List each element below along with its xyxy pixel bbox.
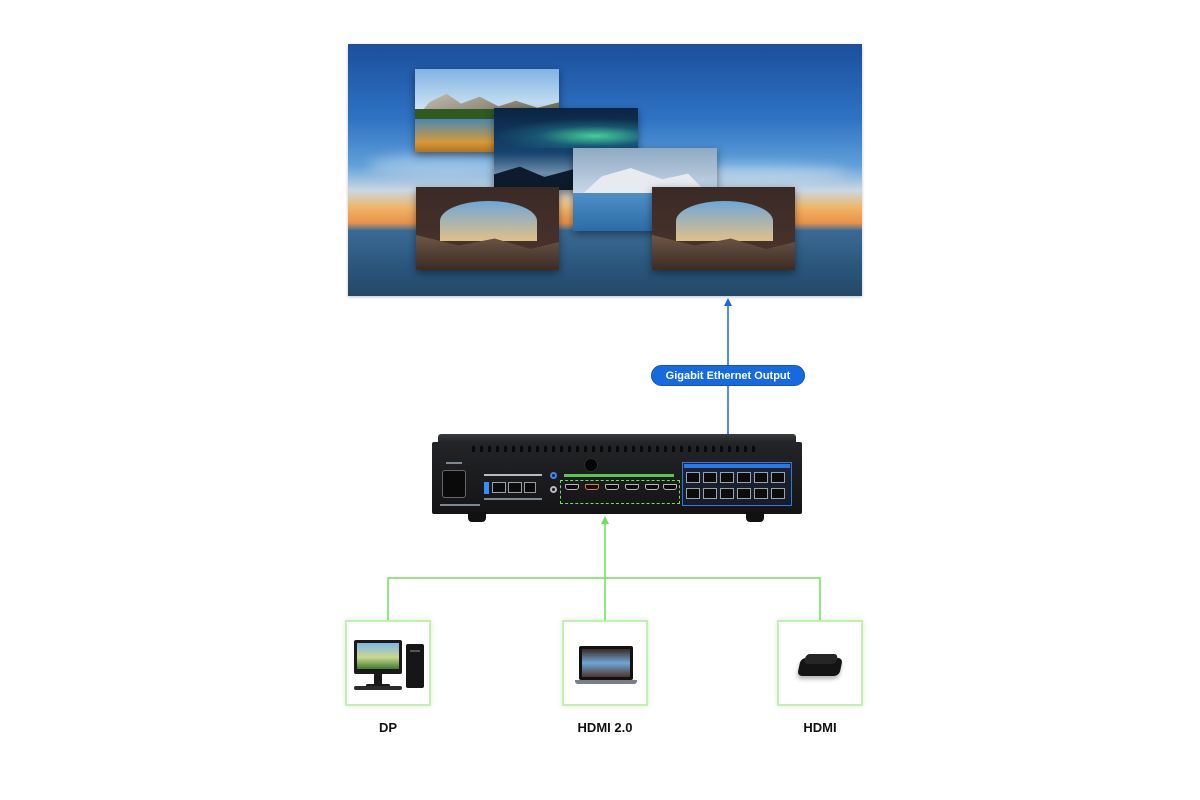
vent-slot [672, 446, 675, 452]
hdmi-source-box [777, 620, 863, 706]
laptop-icon [575, 646, 637, 686]
source-label-hdmi: HDMI [803, 720, 837, 735]
vent-slot [624, 446, 627, 452]
vent-slot [616, 446, 619, 452]
vent-slot [640, 446, 643, 452]
ethernet-output-port-icon [703, 472, 717, 483]
ethernet-output-port-group [682, 462, 792, 506]
vent-slot [744, 446, 747, 452]
hdmi-port-icon [605, 484, 619, 490]
vent-slot [600, 446, 603, 452]
ethernet-output-port-icon [720, 488, 734, 499]
ethernet-output-port-icon [771, 488, 785, 499]
source-label-dp: DP [378, 720, 398, 735]
vent-slot [472, 446, 475, 452]
hdmi-2-0-port-icon [585, 484, 599, 490]
vent-slot [584, 446, 587, 452]
hdmi-2-0-source-box [562, 620, 648, 706]
gigabit-ethernet-output-label: Gigabit Ethernet Output [651, 365, 805, 386]
vent-slot [528, 446, 531, 452]
ethernet-output-port-icon [754, 472, 768, 483]
vent-slot [720, 446, 723, 452]
lan-port-icon [492, 482, 506, 493]
vent-slot [512, 446, 515, 452]
vent-slot [680, 446, 683, 452]
vent-slot [632, 446, 635, 452]
dp-port-icon [565, 484, 579, 490]
vent-slot [576, 446, 579, 452]
input-connector-lines [387, 520, 821, 620]
vent-slot [552, 446, 555, 452]
vent-slot [488, 446, 491, 452]
vent-slot [648, 446, 651, 452]
ethernet-output-port-icon [737, 488, 751, 499]
vent-slot [728, 446, 731, 452]
hdmi-port-icon [663, 484, 677, 490]
ethernet-output-port-icon [686, 488, 700, 499]
vent-slot [664, 446, 667, 452]
ethernet-output-port-icon [686, 472, 700, 483]
video-processor-device [432, 434, 802, 526]
hdmi-port-icon [625, 484, 639, 490]
ethernet-output-port-icon [720, 472, 734, 483]
ethernet-output-port-icon [737, 472, 751, 483]
vent-slot [688, 446, 691, 452]
power-socket-icon [442, 470, 466, 498]
vent-slot [704, 446, 707, 452]
usb-port-icon [484, 482, 489, 494]
vent-slot [608, 446, 611, 452]
source-label-hdmi-2-0: HDMI 2.0 [577, 720, 633, 735]
vent-slot [544, 446, 547, 452]
vent-slot [480, 446, 483, 452]
hdmi-port-icon [645, 484, 659, 490]
ethernet-output-port-icon [754, 488, 768, 499]
output-arrow-icon [724, 298, 732, 306]
vent-slot [712, 446, 715, 452]
vent-slot [504, 446, 507, 452]
vent-slot [736, 446, 739, 452]
rock-arch-image-right [652, 187, 795, 270]
dp-source-box [345, 620, 431, 706]
media-box-icon [797, 652, 843, 678]
input-arrow-icon [601, 516, 609, 524]
vent-slot [656, 446, 659, 452]
ethernet-output-port-icon [771, 472, 785, 483]
vent-slot [536, 446, 539, 452]
control-knob-icon [584, 458, 598, 472]
audio-jack-icon [550, 472, 557, 479]
desktop-computer-icon [354, 640, 426, 692]
vent-slot [752, 446, 755, 452]
vent-slot [568, 446, 571, 452]
lan-port-icon [508, 482, 522, 493]
vent-slot [496, 446, 499, 452]
rock-arch-image-left [416, 187, 559, 270]
audio-jack-icon [550, 486, 557, 493]
vent-slot [592, 446, 595, 452]
led-video-wall [348, 44, 862, 296]
vent-slot [560, 446, 563, 452]
usb-b-port-icon [524, 482, 536, 493]
video-input-port-group [560, 480, 680, 504]
vent-slot [696, 446, 699, 452]
vent-slot [520, 446, 523, 452]
ethernet-output-port-icon [703, 488, 717, 499]
